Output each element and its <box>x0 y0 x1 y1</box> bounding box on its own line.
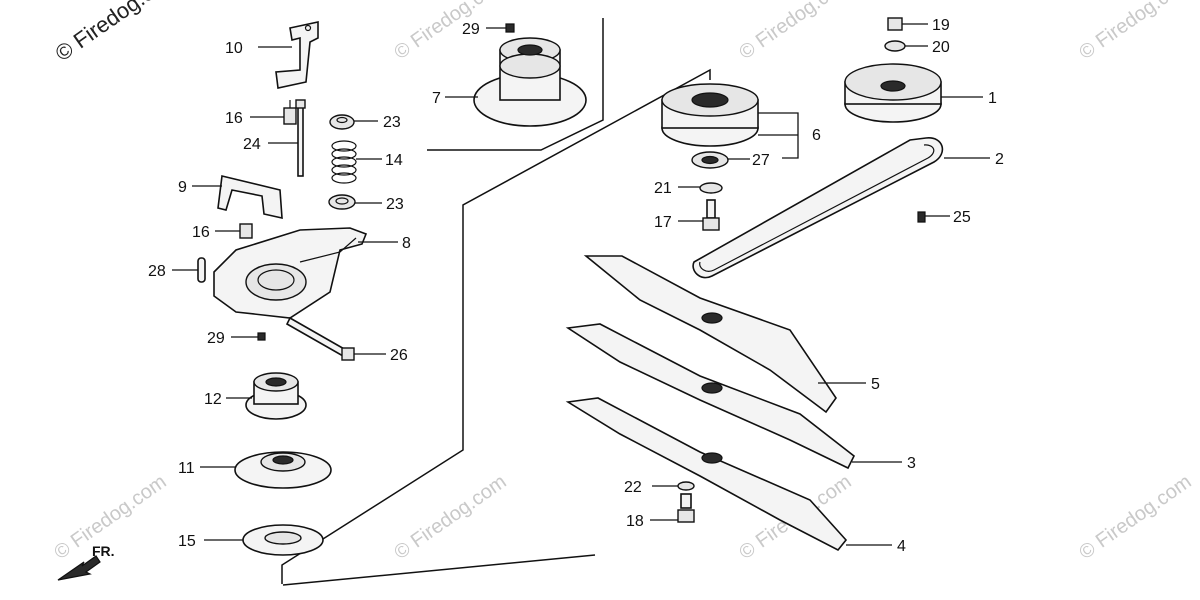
blade-icon <box>565 397 848 552</box>
callout-label: 22 <box>624 479 642 496</box>
bolt-icon <box>285 316 355 361</box>
callout-label: 15 <box>178 533 196 550</box>
watermark: © Firedog.com <box>390 0 510 64</box>
callout-label: 2 <box>995 151 1004 168</box>
callout-group: 10 16 24 23 14 23 9 16 8 28 29 26 12 11 … <box>148 17 1004 555</box>
direction-arrow-icon: FR. <box>57 543 115 581</box>
nut-icon <box>887 17 903 31</box>
pin-icon <box>197 257 206 283</box>
callout-label: 4 <box>897 538 906 555</box>
pin-icon <box>295 99 306 177</box>
clip-icon <box>917 211 926 223</box>
callout-label: 8 <box>402 235 411 252</box>
callout-label: 16 <box>192 224 210 241</box>
blade-holder-icon <box>661 83 759 147</box>
bearing-icon <box>691 151 729 169</box>
washer-icon <box>677 481 695 491</box>
callout-label: 27 <box>752 152 770 169</box>
bracket-icon <box>217 175 283 220</box>
frame-line-top <box>427 18 604 151</box>
callout-label: 29 <box>207 330 225 347</box>
washer-icon <box>329 114 355 130</box>
callout-label: 16 <box>225 110 243 127</box>
callout-label: 3 <box>907 455 916 472</box>
bolt-icon <box>239 223 253 239</box>
pulley-icon <box>844 63 942 123</box>
callout-label: 19 <box>932 17 950 34</box>
bolt-icon <box>702 199 720 231</box>
spring-icon <box>331 140 357 184</box>
callout-label: 10 <box>225 40 243 57</box>
clip-icon <box>505 23 515 33</box>
blade-icon <box>583 255 837 414</box>
callout-label: 23 <box>386 196 404 213</box>
callout-label: 18 <box>626 513 644 530</box>
callout-label: 5 <box>871 376 880 393</box>
watermark-main: © Firedog.com <box>51 0 184 66</box>
idler-pulley-icon <box>473 37 587 127</box>
callout-label: 14 <box>385 152 403 169</box>
callout-label: 9 <box>178 179 187 196</box>
callout-label: 28 <box>148 263 166 280</box>
callout-label: 26 <box>390 347 408 364</box>
washer-icon <box>884 40 906 52</box>
callout-label: 23 <box>383 114 401 131</box>
callout-label: 25 <box>953 209 971 226</box>
bracket-icon <box>275 21 319 89</box>
tension-arm-icon <box>213 227 368 319</box>
clip-icon <box>257 332 266 341</box>
cover-icon <box>234 451 332 489</box>
callout-label: 29 <box>462 21 480 38</box>
frame-line-center <box>281 68 711 584</box>
lock-washer-icon <box>242 524 324 556</box>
frame-line-bottom <box>282 554 596 586</box>
callout-label: 21 <box>654 180 672 197</box>
callout-label: 24 <box>243 136 261 153</box>
callout-label: 7 <box>432 90 441 107</box>
watermark: © Firedog.com <box>1075 471 1195 564</box>
blade-icon <box>565 323 856 470</box>
callout-label: 6 <box>812 127 821 144</box>
watermark: © Firedog.com <box>735 0 855 64</box>
belt-icon <box>692 137 944 279</box>
bolt-icon <box>677 493 695 523</box>
washer-icon <box>328 194 356 210</box>
callout-label: 17 <box>654 214 672 231</box>
watermark: © Firedog.com <box>1075 0 1195 64</box>
pulley-icon <box>245 372 307 420</box>
bolt-icon <box>283 100 297 125</box>
callout-label: 11 <box>178 460 195 477</box>
washer-icon <box>699 182 723 194</box>
callout-label: 20 <box>932 39 950 56</box>
direction-label: FR. <box>92 543 115 559</box>
callout-label: 1 <box>988 90 997 107</box>
callout-label: 12 <box>204 391 222 408</box>
